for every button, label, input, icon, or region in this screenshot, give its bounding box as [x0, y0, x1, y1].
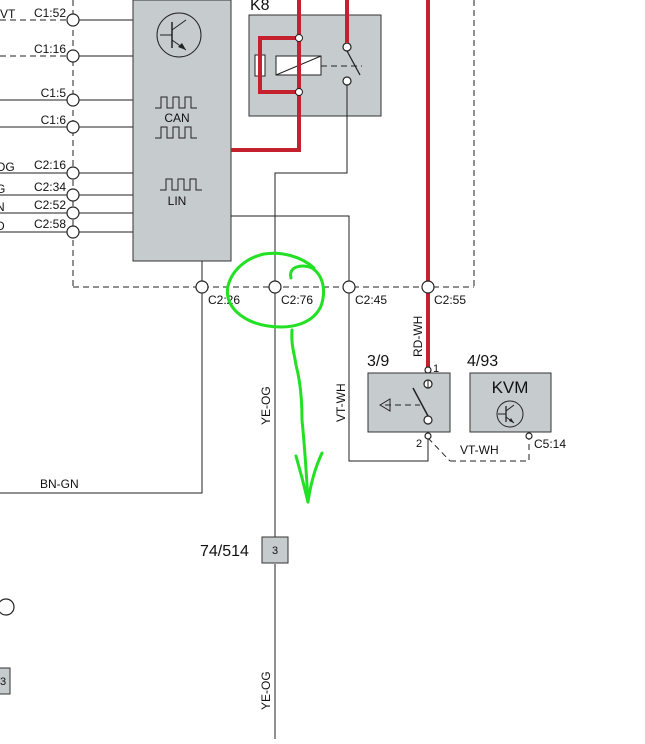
kvm-label: KVM — [492, 378, 529, 397]
edge-box-label: 3 — [0, 676, 6, 688]
connector-pin: 3 — [272, 545, 278, 557]
relay-k8: K8 — [248, 0, 382, 117]
bottom-pin-nodes — [195, 280, 435, 294]
kvm-component-ref: 4/93 — [467, 353, 498, 370]
kvm-transistor-icon — [496, 400, 524, 428]
wire-label-vt-wh-vertical: VT-WH — [334, 383, 348, 422]
edge-node — [0, 598, 15, 616]
edge-connector-box: 3 — [0, 667, 11, 695]
green-annotation — [225, 251, 326, 504]
pin-label-c2-76: C2:76 — [281, 293, 313, 307]
lin-signal-icon — [160, 178, 202, 191]
wire-label-ye-og-upper: YE-OG — [259, 386, 273, 425]
wire-label-og: OG — [0, 160, 15, 174]
can-signal-icon — [155, 96, 197, 139]
kvm-component: 4/93 KVM C5:14 — [467, 353, 566, 451]
control-module: CAN LIN — [132, 0, 232, 262]
green-arrowhead-annotation — [294, 451, 324, 504]
wire-label-vt: VT — [0, 7, 16, 21]
transistor-icon — [156, 12, 202, 58]
red-power-wires — [231, 0, 430, 370]
pin-label-c2-45: C2:45 — [355, 293, 387, 307]
connector-74-514: 74/514 3 — [200, 536, 289, 564]
pin-label-c2-16: C2:16 — [34, 158, 66, 172]
pin-label-c1-5: C1:5 — [41, 86, 67, 100]
pin-label-c2-58: C2:58 — [34, 217, 66, 231]
relay-label: K8 — [250, 0, 270, 14]
wire-label-rd-wh: RD-WH — [411, 316, 425, 357]
wire-label-d: D — [0, 219, 5, 233]
pin-label-c1-16: C1:16 — [34, 42, 66, 56]
pin-label-c2-55: C2:55 — [434, 293, 466, 307]
wire-label-g: G — [0, 182, 5, 196]
can-label: CAN — [164, 111, 189, 125]
pin-label-c2-34: C2:34 — [34, 180, 66, 194]
wire-label-vt-wh-horizontal: VT-WH — [460, 443, 499, 457]
wire-label-bn-gn: BN-GN — [40, 477, 79, 491]
pin-label-c1-6: C1:6 — [41, 113, 67, 127]
connector-label: 74/514 — [200, 543, 249, 560]
switch-pin-2: 2 — [416, 438, 422, 450]
left-pin-nodes — [66, 13, 80, 239]
wire-label-n: N — [0, 200, 5, 214]
switch-pin-1: 1 — [433, 363, 439, 375]
lin-label: LIN — [168, 194, 187, 208]
pin-label-c2-26: C2:26 — [208, 293, 240, 307]
wire-label-ye-og-lower: YE-OG — [259, 671, 273, 710]
green-arrow-annotation — [290, 328, 310, 504]
green-circle-annotation — [225, 251, 326, 329]
kvm-pin-label: C5:14 — [534, 437, 566, 451]
pin-label-c2-52: C2:52 — [34, 198, 66, 212]
external-wires — [0, 293, 530, 739]
pin-label-c1-52: C1:52 — [34, 6, 66, 20]
switch-component-label: 3/9 — [367, 353, 389, 370]
switch-component: 3/9 1 2 — [367, 353, 451, 450]
